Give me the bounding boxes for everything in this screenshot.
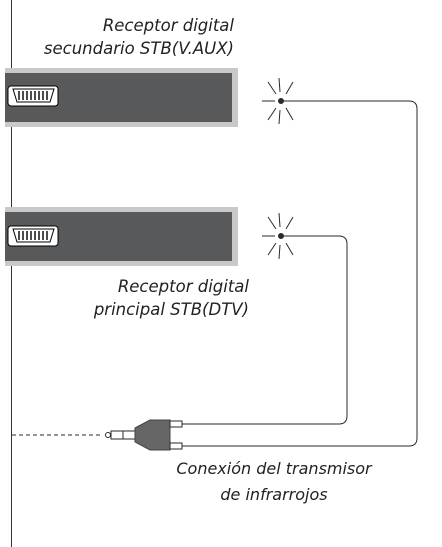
scart-connector-icon (7, 225, 59, 247)
ir-plug-icon (105, 419, 183, 451)
main-stb-label: Receptor digital principal STB(DTV) (94, 275, 249, 321)
main-stb-device (5, 207, 238, 266)
main-stb-label-line1: Receptor digital (117, 277, 249, 296)
ir-cable-secondary (182, 100, 418, 447)
ir-connection-label-line2: de infrarrojos (220, 485, 328, 504)
main-stb-label-line2: principal STB(DTV) (93, 300, 249, 319)
ir-cable-main (182, 235, 348, 425)
scart-connector-icon (7, 85, 59, 107)
secondary-stb-device (5, 68, 238, 127)
secondary-stb-label-line2: secundario STB(V.AUX) (43, 39, 234, 58)
secondary-stb-label: Receptor digital secundario STB(V.AUX) (44, 14, 234, 60)
secondary-stb-label-line1: Receptor digital (102, 16, 234, 35)
ir-connection-label: Conexión del transmisor de infrarrojos (176, 456, 371, 508)
ir-connection-label-line1: Conexión del transmisor (176, 459, 372, 478)
